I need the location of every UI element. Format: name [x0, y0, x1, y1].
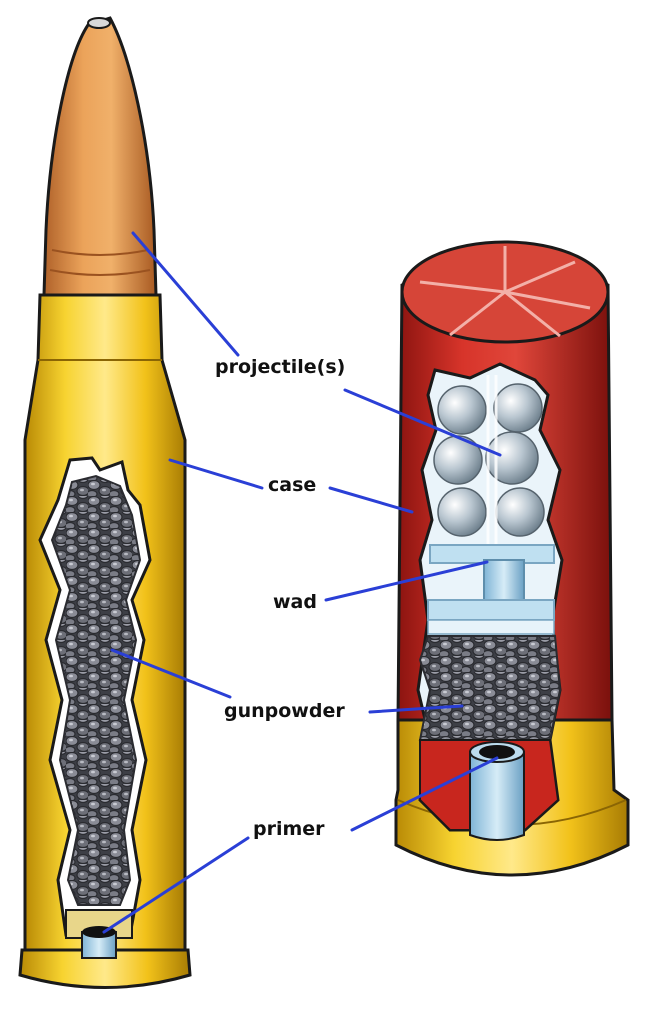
shell-primer — [469, 741, 525, 841]
leader-gunpowder-shell — [368, 704, 464, 714]
rifle-bullet — [42, 16, 158, 297]
leader-case-rifle — [168, 458, 264, 490]
rifle-primer — [81, 926, 117, 959]
leader-wad — [324, 560, 489, 602]
rifle-powder — [50, 474, 142, 906]
leader-projectile-shell — [343, 388, 502, 457]
label-case: case — [268, 474, 317, 496]
leader-primer-rifle — [102, 836, 250, 934]
rifle-rim — [18, 948, 192, 989]
leader-gunpowder-rifle — [110, 648, 232, 699]
label-projectile: projectile(s) — [215, 356, 346, 378]
label-gunpowder: gunpowder — [224, 700, 345, 722]
label-wad: wad — [273, 591, 317, 613]
leader-case-shell — [328, 486, 414, 514]
shotgun-shell — [394, 240, 630, 877]
leader-lines — [102, 231, 502, 934]
shell-wad — [427, 544, 555, 635]
shell-shot — [433, 383, 545, 537]
rifle-cartridge — [18, 16, 192, 989]
label-primer: primer — [253, 818, 325, 840]
leader-projectile-rifle — [131, 231, 240, 357]
shell-powder — [418, 635, 562, 741]
bullet-tip — [87, 17, 111, 29]
leader-primer-shell — [350, 756, 499, 832]
